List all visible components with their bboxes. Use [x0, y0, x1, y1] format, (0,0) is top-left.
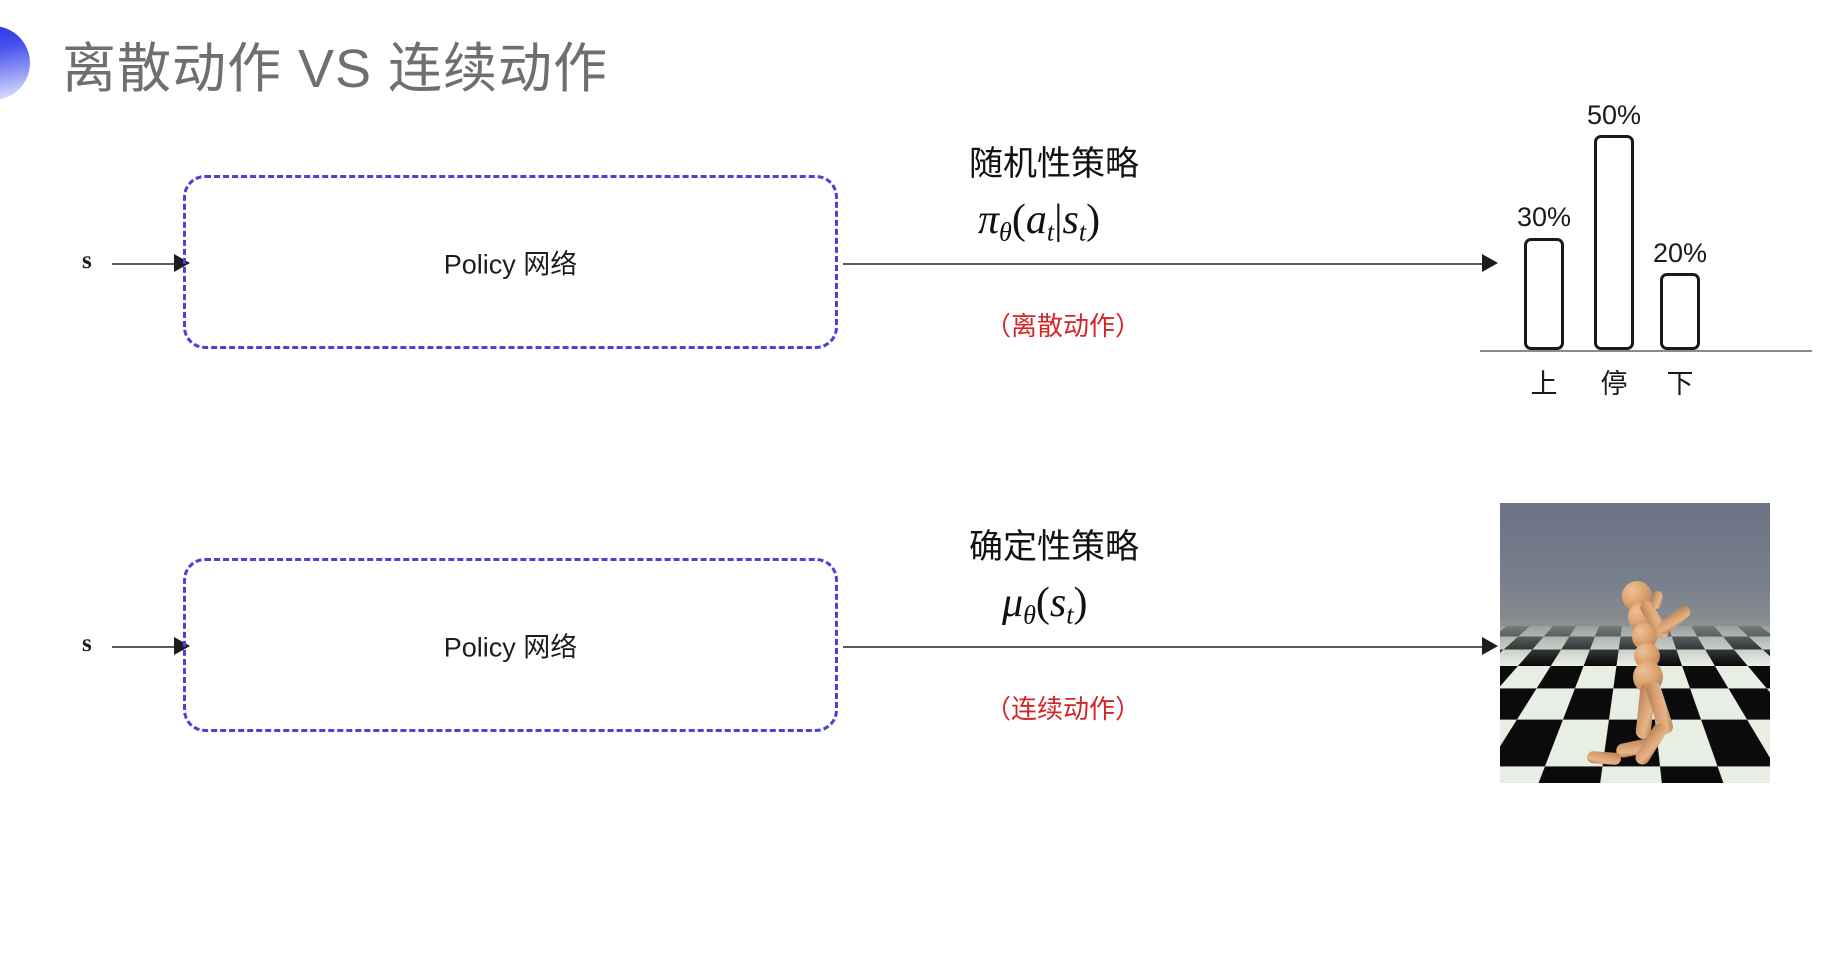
chart-x-axis: [1480, 350, 1812, 352]
formula-continuous: μθ(st): [1002, 579, 1087, 630]
formula-cond-sub-discrete: t: [1079, 217, 1086, 246]
policy-network-label-continuous: Policy 网络: [186, 626, 835, 665]
continuous-action-row: s Policy 网络 确定性策略 μθ(st) （连续动作）: [0, 483, 1846, 966]
bar-category-2: 下: [1638, 362, 1722, 401]
output-arrow-head-continuous: [1482, 637, 1498, 655]
input-arrow-line-continuous: [112, 646, 180, 648]
bar-0: [1524, 238, 1564, 350]
policy-network-box-discrete[interactable]: Policy 网络: [183, 175, 838, 349]
formula-arg-continuous: s: [1050, 580, 1066, 626]
formula-arg-discrete: a: [1026, 197, 1047, 243]
bar-1: [1594, 135, 1634, 350]
bar-value-2: 20%: [1638, 238, 1722, 269]
formula-close-paren-discrete: ): [1086, 197, 1100, 243]
policy-kind-discrete: 随机性策略: [969, 136, 1139, 185]
action-note-continuous: （连续动作）: [985, 689, 1141, 726]
discrete-action-row: s Policy 网络 随机性策略 πθ(at|st) （离散动作） 30% 上…: [0, 0, 1846, 483]
formula-fn-continuous: μ: [1002, 580, 1023, 626]
formula-arg-sub-discrete: t: [1047, 217, 1054, 246]
bar-2: [1660, 273, 1700, 350]
formula-open-paren-continuous: (: [1036, 580, 1050, 626]
formula-fn-sub-continuous: θ: [1023, 600, 1036, 629]
bar-value-0: 30%: [1502, 202, 1586, 233]
state-label-discrete: s: [82, 247, 92, 275]
output-arrow-line-continuous: [843, 646, 1488, 648]
formula-fn-discrete: π: [978, 197, 999, 243]
policy-kind-continuous: 确定性策略: [969, 519, 1139, 568]
bar-value-1: 50%: [1572, 100, 1656, 131]
formula-fn-sub-discrete: θ: [999, 217, 1012, 246]
humanoid-simulation-image: [1500, 503, 1770, 783]
formula-bar-discrete: |: [1054, 197, 1062, 243]
output-arrow-line-discrete: [843, 263, 1488, 265]
state-label-continuous: s: [82, 630, 92, 658]
action-probability-bar-chart: 30% 上 50% 停 20% 下: [1480, 90, 1840, 400]
formula-discrete: πθ(at|st): [978, 196, 1100, 247]
action-note-discrete: （离散动作）: [985, 306, 1141, 343]
policy-network-box-continuous[interactable]: Policy 网络: [183, 558, 838, 732]
formula-open-paren-discrete: (: [1012, 197, 1026, 243]
humanoid-foot: [1587, 751, 1622, 765]
formula-close-paren-continuous: ): [1073, 580, 1087, 626]
policy-network-label-discrete: Policy 网络: [186, 243, 835, 282]
formula-cond-discrete: s: [1063, 197, 1079, 243]
input-arrow-line-discrete: [112, 263, 180, 265]
